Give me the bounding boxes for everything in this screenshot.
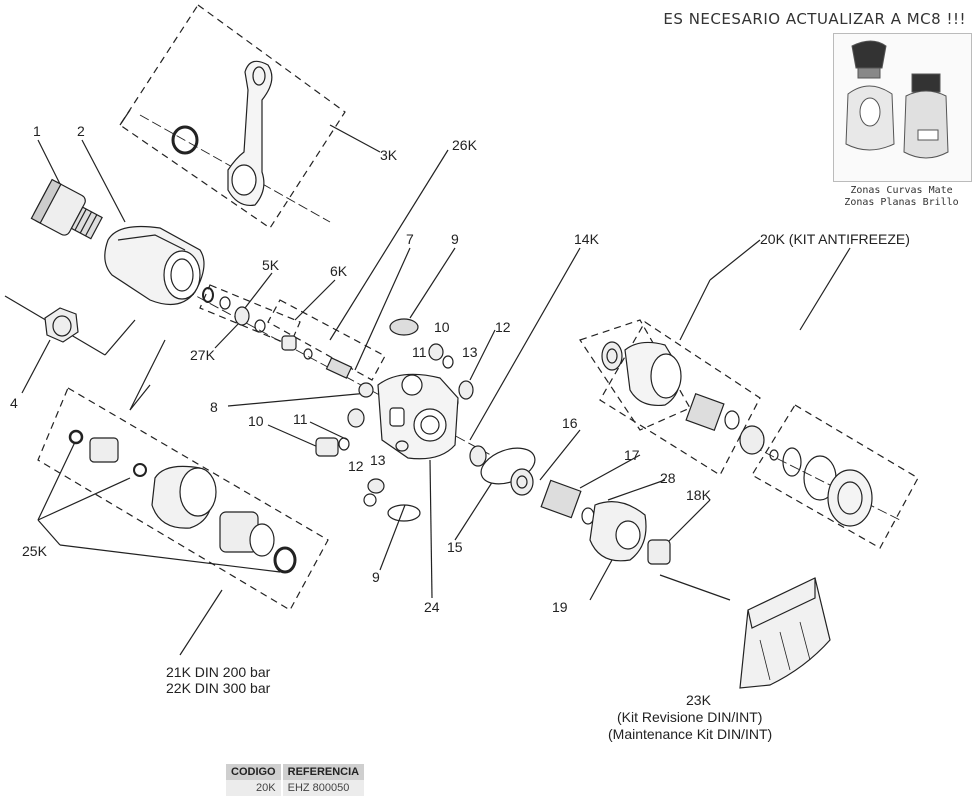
label-11-left: 11 <box>293 411 308 427</box>
label-3k: 3K <box>380 147 398 163</box>
reference-table-header: CODIGO REFERENCIA <box>226 764 365 780</box>
label-12-right: 12 <box>495 319 511 335</box>
label-27k: 27K <box>190 347 216 363</box>
label-13-left: 13 <box>370 452 386 468</box>
update-notice: ES NECESARIO ACTUALIZAR A MC8 !!! <box>663 10 966 28</box>
din-yoke-part <box>104 225 205 306</box>
label-25k: 25K <box>22 543 48 559</box>
label-11-top: 11 <box>412 344 427 360</box>
small-parts <box>202 287 487 522</box>
cell-referencia: EHZ 800050 <box>287 782 350 794</box>
label-23k-en: (Maintenance Kit DIN/INT) <box>608 726 772 742</box>
caption-line-1: Zonas Curvas Mate <box>850 185 953 196</box>
label-22k: 22K DIN 300 bar <box>166 680 271 696</box>
second-port-parts <box>601 341 873 527</box>
photo-caption: Zonas Curvas Mate Zonas Planas Brillo <box>833 185 970 209</box>
label-26k: 26K <box>452 137 478 153</box>
label-21k: 21K DIN 200 bar <box>166 664 271 680</box>
table-row: 20K EHZ 800050 <box>226 780 365 796</box>
spring-cap-parts <box>540 479 671 565</box>
label-20k: 20K (KIT ANTIFREEZE) <box>760 231 910 247</box>
label-23k-it: (Kit Revisione DIN/INT) <box>617 709 762 725</box>
part-labels: 1 2 3K 4 5K 6K 7 8 9 9 10 10 11 11 12 12… <box>10 123 910 742</box>
label-12-left: 12 <box>348 458 364 474</box>
reference-table: CODIGO REFERENCIA 20K EHZ 800050 <box>226 764 365 796</box>
regulator-photo-image <box>845 40 949 159</box>
label-24: 24 <box>424 599 440 615</box>
first-stage-body-part <box>377 373 459 460</box>
label-16: 16 <box>562 415 578 431</box>
nut-part <box>44 307 79 343</box>
label-18k: 18K <box>686 487 712 503</box>
caption-line-2: Zonas Planas Brillo <box>844 197 959 208</box>
kit-3k-box <box>119 4 346 229</box>
maintenance-kit-bag <box>739 577 831 689</box>
label-4: 4 <box>10 395 18 411</box>
leader-lines <box>4 109 851 656</box>
label-5k: 5K <box>262 257 280 273</box>
label-19: 19 <box>552 599 568 615</box>
label-6k: 6K <box>330 263 348 279</box>
label-15: 15 <box>447 539 463 555</box>
label-17: 17 <box>624 447 640 463</box>
label-28: 28 <box>660 470 676 486</box>
kit-25k-box <box>37 387 329 611</box>
handwheel-part <box>30 178 103 240</box>
label-10-right: 10 <box>434 319 450 335</box>
label-7: 7 <box>406 231 414 247</box>
product-photo <box>833 33 972 182</box>
label-13-right: 13 <box>462 344 478 360</box>
label-9-bottom: 9 <box>372 569 380 585</box>
label-9-top: 9 <box>451 231 459 247</box>
label-10-left: 10 <box>248 413 264 429</box>
din-connector-parts <box>68 429 297 574</box>
label-14k: 14K <box>574 231 600 247</box>
header-referencia: REFERENCIA <box>281 764 365 780</box>
label-8: 8 <box>210 399 218 415</box>
diaphragm-part <box>480 447 536 496</box>
kit-14k-box <box>579 319 691 431</box>
header-codigo: CODIGO <box>226 764 283 780</box>
cell-codigo: 20K <box>226 780 283 796</box>
kit-antifreeze-box <box>599 321 919 549</box>
label-2: 2 <box>77 123 85 139</box>
label-1: 1 <box>33 123 41 139</box>
label-23k: 23K <box>686 692 712 708</box>
kit-6k-box <box>267 299 386 381</box>
yoke-handle-part <box>171 60 273 207</box>
